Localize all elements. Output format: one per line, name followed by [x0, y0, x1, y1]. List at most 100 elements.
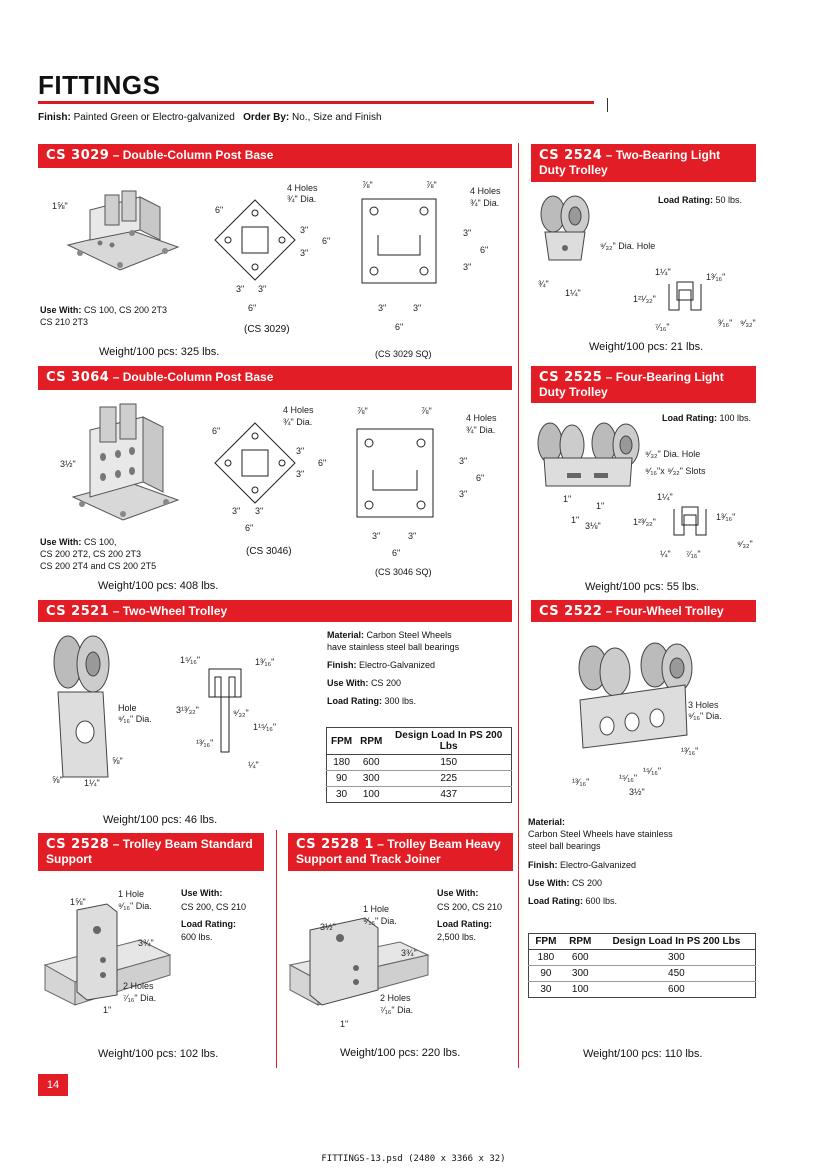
dim-label: 1²¹⁄₃₂": [633, 294, 656, 304]
dim-label: 3": [300, 225, 309, 235]
use-with: Use With: CS 200: [528, 878, 602, 888]
dim-label: 1¼": [565, 288, 581, 298]
dim-label: ¹⁵⁄₁₆": [619, 773, 638, 783]
cs2524-trolley-illustration: [540, 195, 590, 261]
dim-label: ¹³⁄₁₆": [196, 738, 214, 748]
dim-label: 1⅝": [52, 201, 68, 211]
table-header: FPM: [528, 933, 563, 950]
dim-label: 2 Holes: [123, 981, 154, 991]
section-header-cs25281: CS 2528 1 – Trolley Beam Heavy Support a…: [288, 833, 513, 871]
section-code: CS 3064: [46, 370, 110, 385]
dim-label: ⁹⁄₃₂" Dia. Hole: [600, 241, 656, 251]
dim-label: 3": [378, 303, 387, 313]
dim-label: 1⁵⁄₁₆": [180, 655, 201, 665]
section-code: CS 2525: [539, 370, 603, 385]
cs3029sq-square-plan: [361, 198, 437, 284]
dim-label: ¹³⁄₁₆": [681, 746, 699, 756]
section-code: CS 2528: [46, 837, 110, 852]
dim-label: 3": [459, 456, 468, 466]
table-header: Design Load In PS 200 Lbs: [597, 933, 756, 950]
cs3029-diamond-plan: [214, 199, 296, 281]
dim-label: Hole: [118, 703, 137, 713]
section-code: CS 3029: [46, 148, 110, 163]
weight: Weight/100 pcs: 408 lbs.: [98, 580, 219, 592]
dim-label: ¼": [248, 760, 259, 770]
use-with: CS 200, CS 210: [437, 902, 503, 912]
dim-label: 3": [372, 531, 381, 541]
dim-label: ⁹⁄₁₆"x ⁹⁄₃₂" Slots: [645, 466, 706, 476]
dim-label: ¾": [538, 279, 549, 289]
load-rating: 600 lbs.: [181, 932, 213, 942]
dim-label: 3⅛": [585, 521, 601, 531]
dim-label: 6": [245, 523, 254, 533]
dim-label: 1¼": [84, 778, 100, 788]
load-rating-label: Load Rating:: [437, 919, 492, 929]
dim-label: 3": [459, 489, 468, 499]
use-with-3: CS 200 2T4 and CS 200 2T5: [40, 561, 157, 571]
material: Carbon Steel Wheels have stainless: [528, 829, 673, 839]
dim-label: 1": [571, 515, 580, 525]
dim-label: ⁹⁄₁₆" Dia.: [688, 711, 722, 721]
section-header-cs2524: CS 2524 – Two-Bearing Light Duty Trolley: [531, 144, 756, 182]
cs3064-diamond-plan: [214, 422, 296, 504]
dim-label: 1³⁄₁₆": [716, 512, 736, 522]
dim-label: 1¼": [657, 492, 673, 502]
section-header-cs2525: CS 2525 – Four-Bearing Light Duty Trolle…: [531, 366, 756, 403]
load-rating: Load Rating: 600 lbs.: [528, 896, 618, 906]
dim-label: ⁷⁄₁₆" Dia.: [123, 993, 157, 1003]
figure-caption: (CS 3046 SQ): [375, 567, 432, 577]
dim-label: ³⁄₁₆": [718, 318, 733, 328]
file-footer: FITTINGS-13.psd (2480 x 3366 x 32): [321, 1154, 506, 1164]
dim-label: ⁹⁄₁₆" Dia.: [363, 916, 397, 926]
finish-line: Finish: Painted Green or Electro-galvani…: [38, 112, 382, 123]
dim-label: ¾" Dia.: [287, 194, 317, 204]
dim-label: ¾" Dia.: [466, 425, 496, 435]
use-with-label: Use With:: [437, 888, 479, 898]
title-rule: [38, 101, 594, 104]
section-code: CS 2522: [539, 604, 603, 619]
dim-label: ¾" Dia.: [283, 417, 313, 427]
cs25281-support-illustration: [288, 917, 430, 1006]
dim-label: ¹³⁄₁₆": [572, 777, 590, 787]
section-header-cs2528: CS 2528 – Trolley Beam Standard Support: [38, 833, 264, 871]
section-code: CS 2528 1: [296, 837, 374, 852]
section-name: – Four-Bearing Light Duty Trolley: [539, 370, 724, 399]
figure-caption: (CS 3029): [244, 324, 290, 335]
dim-label: 1¹⁵⁄₁₆": [253, 722, 277, 732]
dim-label: 1": [563, 494, 572, 504]
table-header: Design Load In PS 200 Lbs: [386, 727, 512, 755]
cs3029-post-base-illustration: [66, 190, 180, 271]
section-name: – Double-Column Post Base: [112, 370, 274, 384]
dim-label: 3": [463, 228, 472, 238]
title-rule-tick: [607, 98, 608, 112]
dim-label: 3": [232, 506, 241, 516]
load-rating: Load Rating: 300 lbs.: [327, 696, 417, 706]
material: Material: Carbon Steel Wheels: [327, 630, 452, 640]
dim-label: 4 Holes: [470, 186, 501, 196]
dim-label: 1": [103, 1005, 112, 1015]
dim-label: ⅞": [362, 180, 373, 190]
cs2521-profile-drawing: [208, 668, 242, 753]
dim-label: 3": [413, 303, 422, 313]
dim-label: 6": [215, 205, 224, 215]
table-header: RPM: [356, 727, 387, 755]
dim-label: ⁷⁄₁₆" Dia.: [380, 1005, 414, 1015]
dim-label: ⅝": [112, 756, 123, 766]
dim-label: 3¹³⁄₃₂": [176, 705, 199, 715]
dim-label: ⁷⁄₁₆": [655, 322, 670, 332]
weight: Weight/100 pcs: 110 lbs.: [583, 1048, 703, 1060]
dim-label: 1 Hole: [118, 889, 145, 899]
dim-label: 6": [322, 236, 331, 246]
dim-label: ⁹⁄₃₂" Dia. Hole: [645, 449, 701, 459]
weight: Weight/100 pcs: 21 lbs.: [589, 341, 704, 353]
cs2522-trolley-illustration: [578, 642, 693, 749]
weight: Weight/100 pcs: 325 lbs.: [99, 346, 220, 358]
column-divider-bottom: [276, 830, 277, 1068]
dim-label: 3": [408, 531, 417, 541]
page-title: FITTINGS: [38, 70, 161, 100]
